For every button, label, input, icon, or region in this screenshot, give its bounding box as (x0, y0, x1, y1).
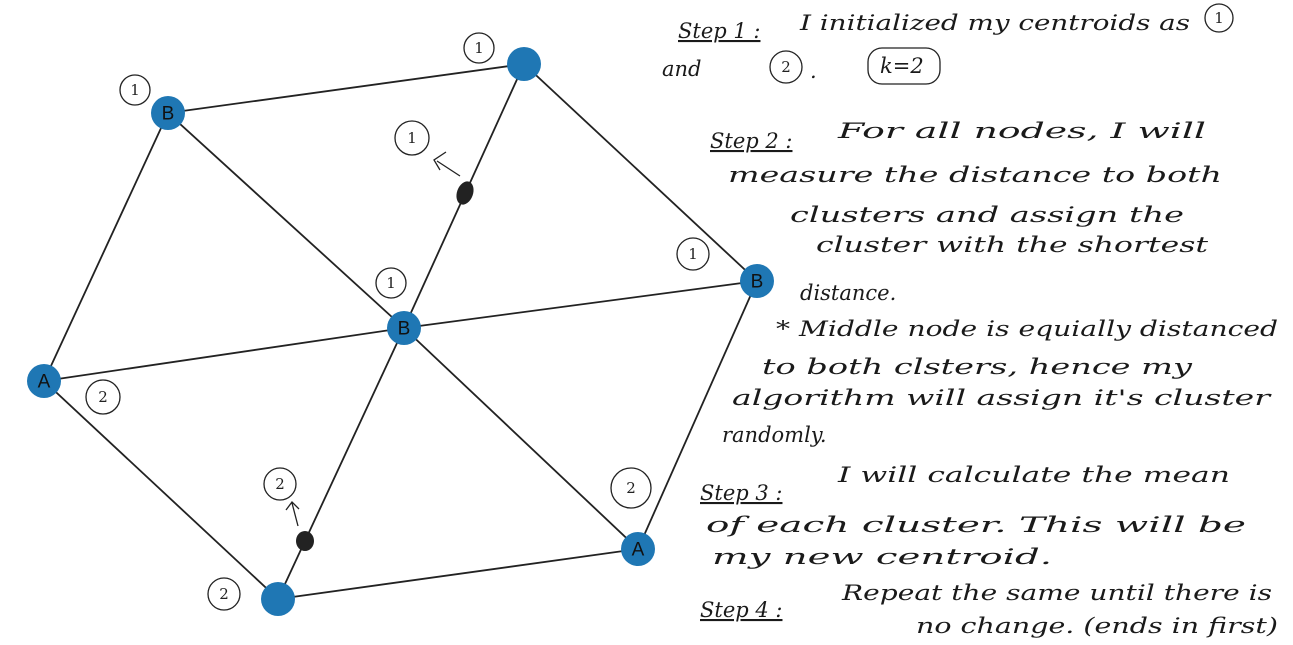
cluster-mark: 2 (207, 577, 241, 611)
step-2-line: * Middle node is equially distanced (776, 317, 1278, 341)
centroid-2-marker (296, 531, 314, 551)
svg-text:2: 2 (98, 388, 108, 406)
edge (523, 63, 758, 282)
cluster-mark: 2 (769, 50, 803, 84)
centroid-markers (285, 151, 474, 551)
arrow-icon (433, 151, 461, 177)
edge (403, 327, 639, 550)
node-label: B (751, 272, 764, 293)
cluster-mark: 1 (463, 32, 495, 64)
step-4-note: Step 4 : Repeat the same until there is … (700, 581, 1278, 638)
arrow-icon (285, 501, 300, 527)
step-3-title: Step 3 : (700, 481, 782, 505)
cluster-marks: 1 1 1 1 1 2 2 2 (85, 32, 710, 611)
cluster-mark: 1 (375, 267, 407, 299)
step-2-note: Step 2 : For all nodes, I will measure t… (710, 119, 1278, 447)
node: B (740, 264, 774, 298)
step-2-line: to both clsters, hence my (762, 355, 1194, 379)
step-1-line: . (810, 59, 817, 83)
cluster-mark: 2 (85, 379, 121, 415)
step-3-line: of each cluster. This will be (706, 513, 1246, 537)
step-3-line: my new centroid. (712, 545, 1052, 569)
cluster-mark: 1 (1204, 3, 1234, 33)
node: A (621, 532, 655, 566)
node: A (27, 364, 61, 398)
edge (637, 280, 758, 550)
step-2-line: randomly. (722, 423, 827, 447)
step-4-title: Step 4 : (700, 598, 782, 622)
cluster-mark: 1 (119, 74, 151, 106)
cluster-mark: 2 (610, 467, 652, 509)
edge (43, 380, 279, 600)
svg-text:1: 1 (474, 39, 484, 57)
edge (167, 112, 405, 329)
step-2-line: algorithm will assign it's cluster (732, 386, 1273, 410)
edge (167, 63, 525, 114)
edge (43, 327, 405, 382)
step-4-line: no change. (ends in first) (916, 614, 1278, 638)
step-2-line: clusters and assign the (790, 203, 1184, 227)
node (507, 47, 541, 81)
edge (403, 280, 758, 329)
step-3-note: Step 3 : I will calculate the mean of ea… (700, 463, 1246, 569)
k-value-box (867, 47, 941, 85)
step-3-line: I will calculate the mean (837, 463, 1230, 487)
svg-text:2: 2 (781, 58, 791, 76)
node-label: B (398, 319, 411, 340)
node: B (387, 311, 421, 345)
cluster-mark: 1 (676, 237, 710, 271)
cluster-mark: 1 (394, 120, 430, 156)
k-value: k=2 (880, 54, 924, 78)
edge (277, 548, 639, 600)
node-label: B (162, 104, 175, 125)
svg-text:2: 2 (219, 585, 229, 603)
node: B (151, 96, 185, 130)
svg-text:1: 1 (386, 274, 396, 292)
step-2-line: For all nodes, I will (836, 119, 1206, 143)
graph-nodes: B A B B A (27, 47, 774, 616)
node-label: A (38, 372, 51, 393)
svg-text:2: 2 (626, 479, 636, 497)
edge (277, 327, 405, 600)
step-1-title: Step 1 : (678, 19, 760, 43)
step-2-title: Step 2 : (710, 129, 792, 153)
svg-text:1: 1 (1214, 9, 1224, 27)
notes: Step 1 : I initialized my centroids as 1… (662, 3, 1278, 638)
svg-text:2: 2 (275, 475, 285, 493)
step-4-line: Repeat the same until there is (841, 581, 1273, 605)
step-1-note: Step 1 : I initialized my centroids as 1… (662, 3, 1234, 85)
step-2-line: measure the distance to both (728, 163, 1222, 187)
cluster-mark: 2 (263, 467, 297, 501)
step-2-line: cluster with the shortest (816, 233, 1209, 257)
svg-text:1: 1 (130, 81, 140, 99)
node-label: A (632, 540, 645, 561)
centroid-1-marker (456, 181, 474, 205)
svg-text:1: 1 (688, 245, 698, 263)
svg-text:1: 1 (407, 129, 417, 147)
node (261, 582, 295, 616)
step-1-line: I initialized my centroids as (799, 11, 1191, 35)
edge (43, 112, 169, 382)
step-2-line: distance. (800, 281, 896, 305)
step-1-line: and (662, 57, 702, 81)
